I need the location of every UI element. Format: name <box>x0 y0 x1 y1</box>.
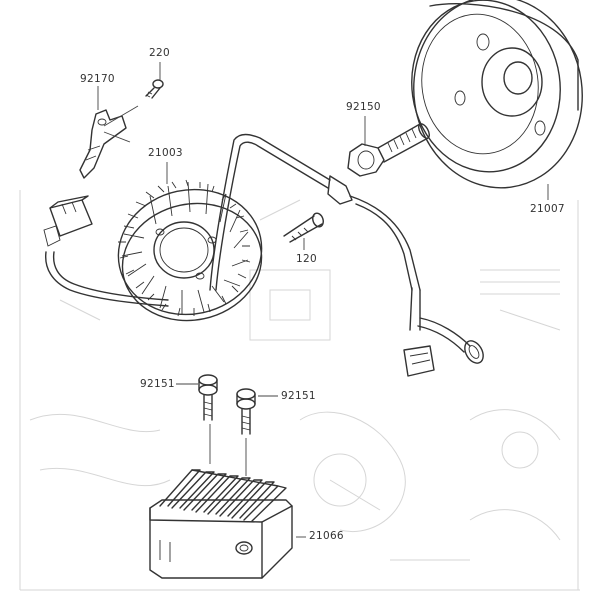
callout-92170: 92170 <box>80 73 115 85</box>
callout-21066: 21066 <box>309 530 344 542</box>
leader-lines <box>97 62 549 538</box>
stator-harness-right <box>209 133 484 377</box>
callout-92151-right: 92151 <box>281 390 316 402</box>
callout-92151-left: 92151 <box>140 378 175 390</box>
bolt-220 <box>145 79 164 99</box>
stator-coil <box>117 179 263 322</box>
callout-21003: 21003 <box>148 147 183 159</box>
callout-21007: 21007 <box>530 203 565 215</box>
callout-220: 220 <box>149 47 170 59</box>
flywheel-rotor <box>411 0 583 189</box>
callout-92150: 92150 <box>346 101 381 113</box>
stator-harness-left <box>43 195 169 307</box>
callout-120: 120 <box>296 253 317 265</box>
bolt-92150 <box>347 123 430 177</box>
bolt-92151-left <box>198 374 218 421</box>
background-ghost-drawing <box>19 190 580 591</box>
bolt-120 <box>283 212 324 243</box>
bolt-92151-right <box>236 388 256 435</box>
regulator-rectifier <box>149 469 293 579</box>
bracket-92170 <box>79 109 127 179</box>
